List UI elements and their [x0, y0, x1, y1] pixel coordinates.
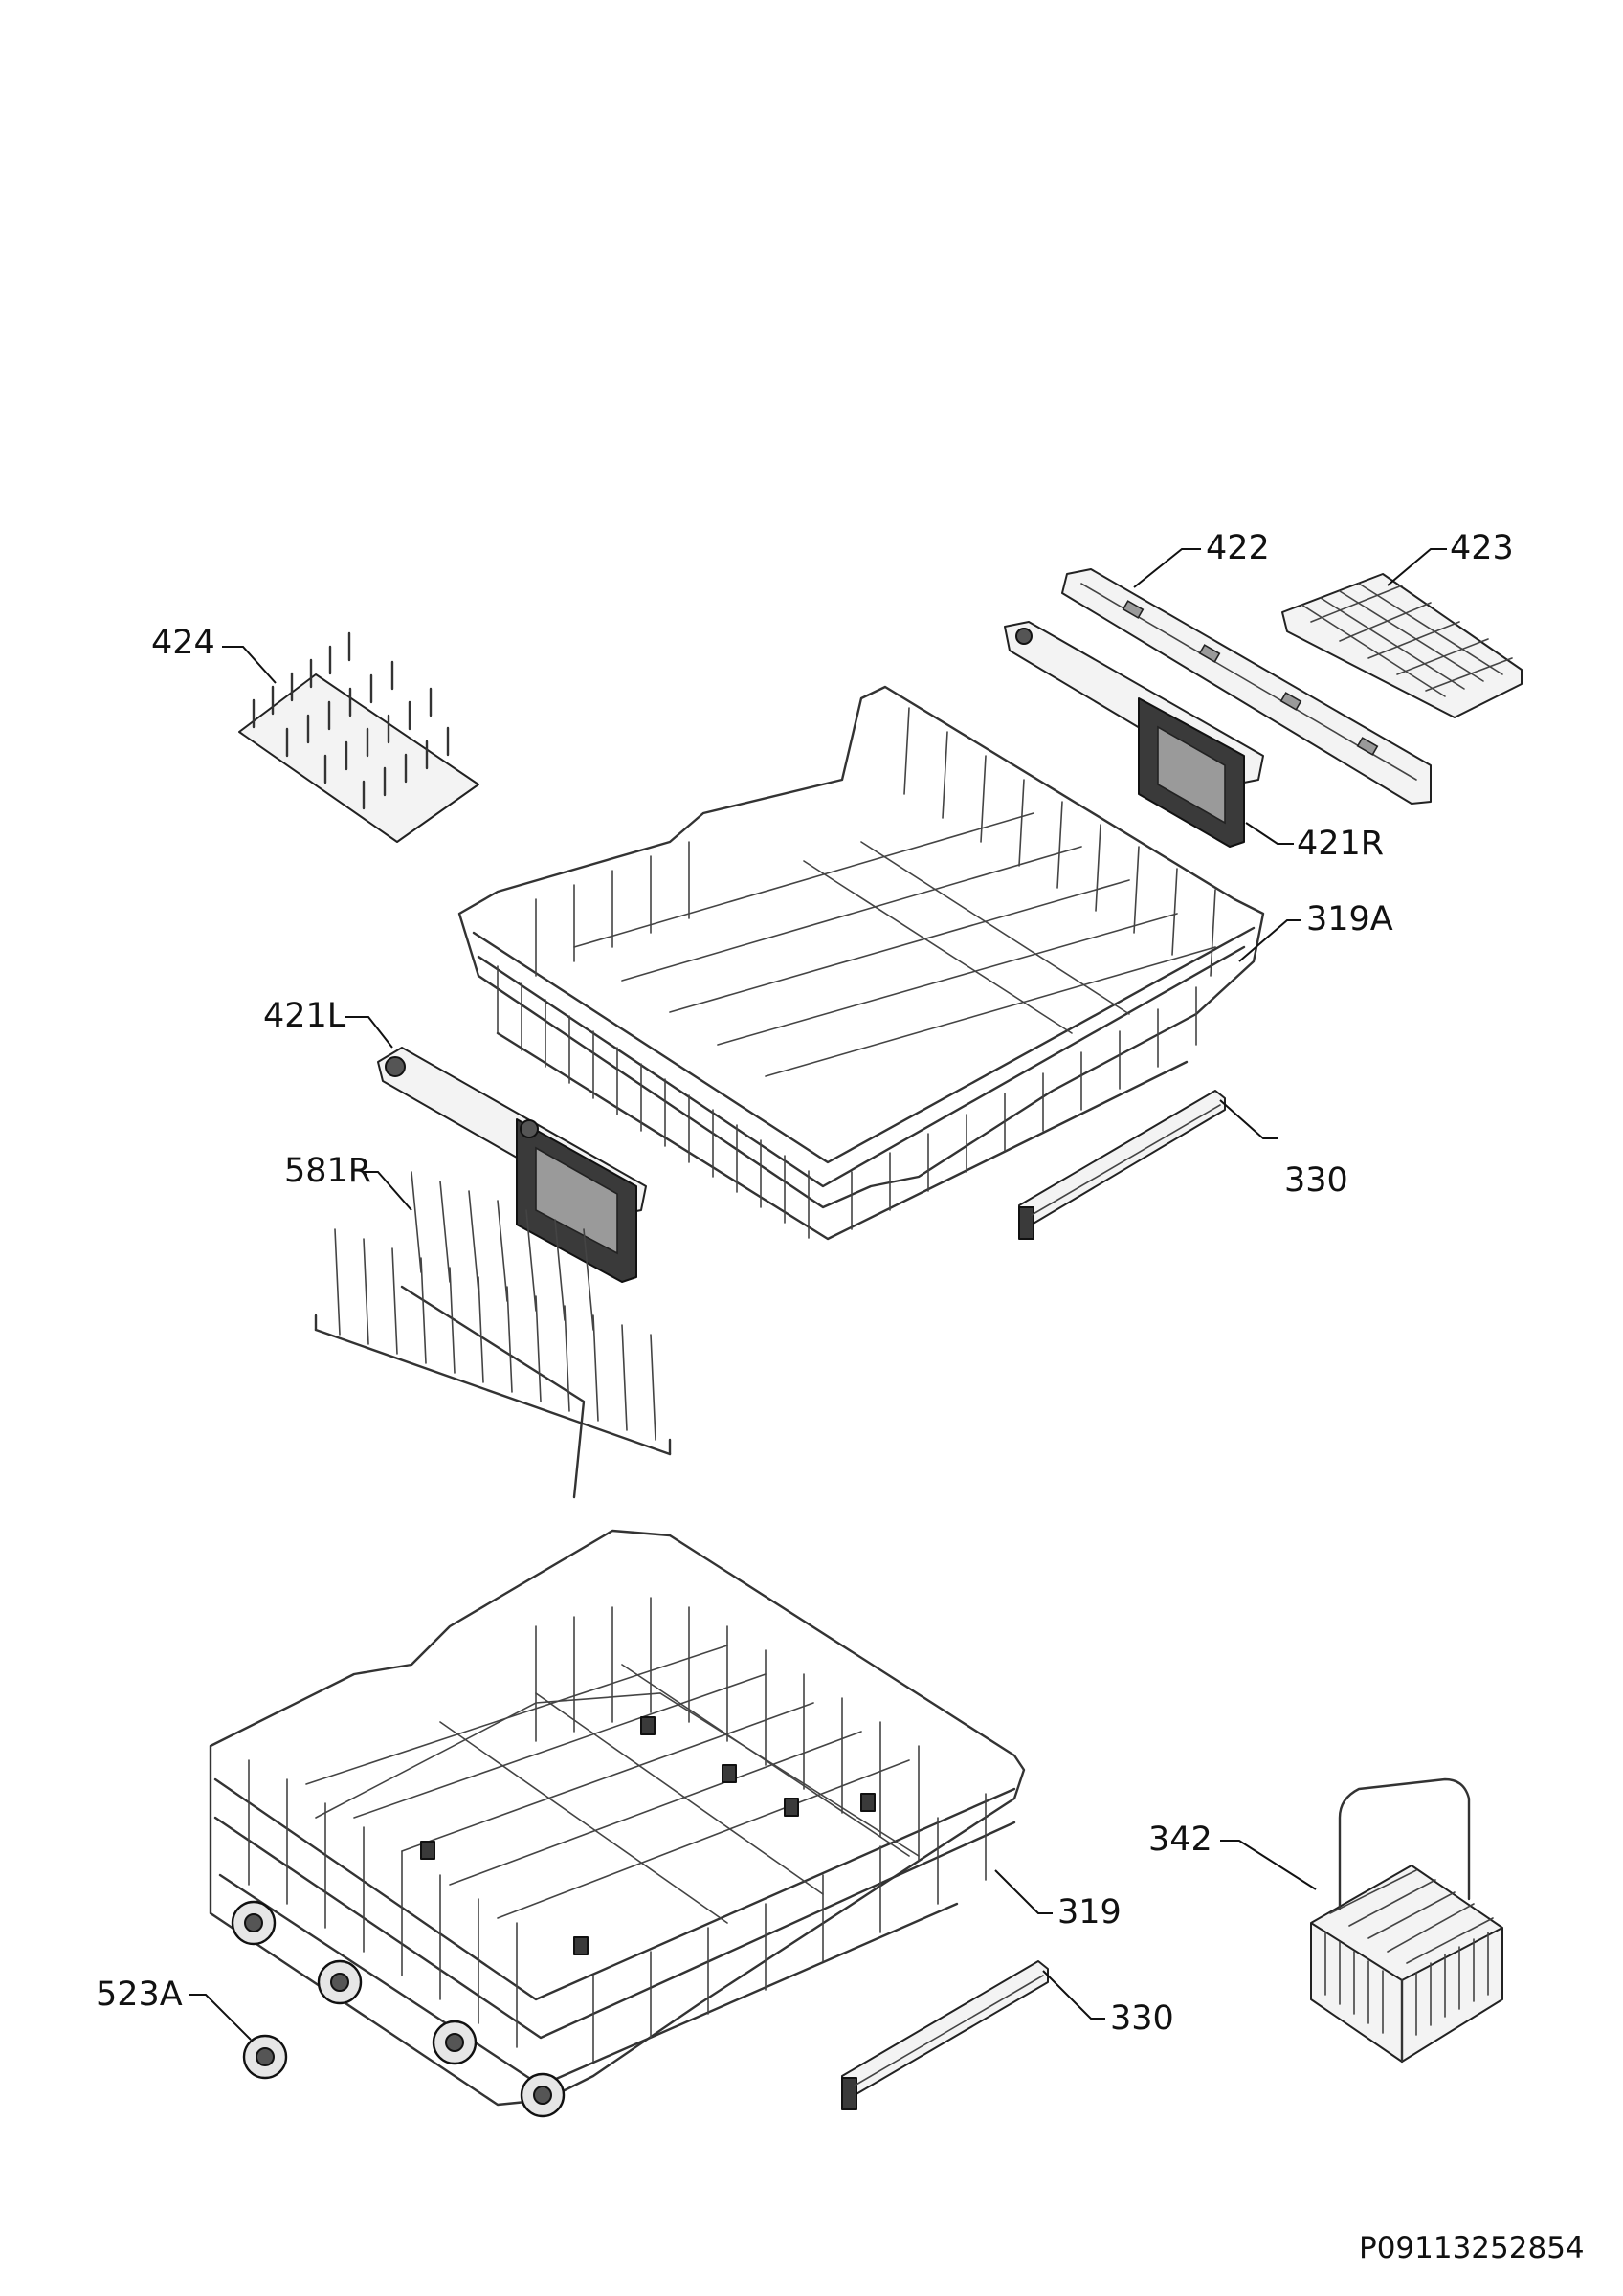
leader-581R — [364, 1171, 412, 1211]
part-422-rail — [1061, 568, 1432, 805]
part-342-cutlery-basket — [1310, 1777, 1503, 2064]
part-319-lower-basket — [209, 1529, 1026, 2118]
callout-330-upper: 330 — [1284, 1161, 1348, 1200]
callout-421L: 421L — [263, 997, 346, 1035]
part-319A-upper-basket — [457, 685, 1265, 1241]
leader-422 — [1133, 548, 1201, 588]
callout-342: 342 — [1148, 1821, 1212, 1859]
part-581R-tine-rack — [314, 1171, 672, 1499]
part-421L-left-adjuster — [377, 1047, 647, 1283]
callout-423: 423 — [1450, 529, 1514, 567]
leader-342 — [1220, 1840, 1317, 1890]
part-423-grid-insert — [1281, 573, 1523, 718]
callout-421R: 421R — [1297, 825, 1384, 863]
part-421R-right-adjuster — [1004, 621, 1264, 848]
leader-330-upper — [1219, 1099, 1278, 1139]
callout-319: 319 — [1057, 1893, 1122, 1932]
leader-423 — [1387, 548, 1447, 586]
part-330-lower-rail-cover — [841, 1960, 1049, 2110]
leader-319 — [994, 1869, 1053, 1914]
callout-330-lower: 330 — [1110, 1999, 1174, 2038]
leader-421L — [345, 1016, 393, 1049]
callout-319A: 319A — [1306, 900, 1393, 938]
leader-523A — [189, 1994, 252, 2041]
leader-330-lower — [1042, 1970, 1105, 2020]
part-523A-wheel — [242, 2034, 288, 2080]
callout-581R: 581R — [284, 1152, 371, 1190]
basket-wheels — [231, 1900, 566, 2118]
callout-523A: 523A — [96, 1976, 183, 2014]
callout-424: 424 — [151, 624, 215, 662]
leader-421R — [1245, 822, 1294, 845]
part-424-tine-insert — [238, 631, 479, 843]
document-number: P09113252854 — [1359, 2231, 1585, 2265]
part-330-upper-rail-cover — [1018, 1090, 1226, 1240]
leader-424 — [222, 646, 277, 684]
callout-422: 422 — [1206, 529, 1270, 567]
leader-319A — [1238, 919, 1301, 962]
